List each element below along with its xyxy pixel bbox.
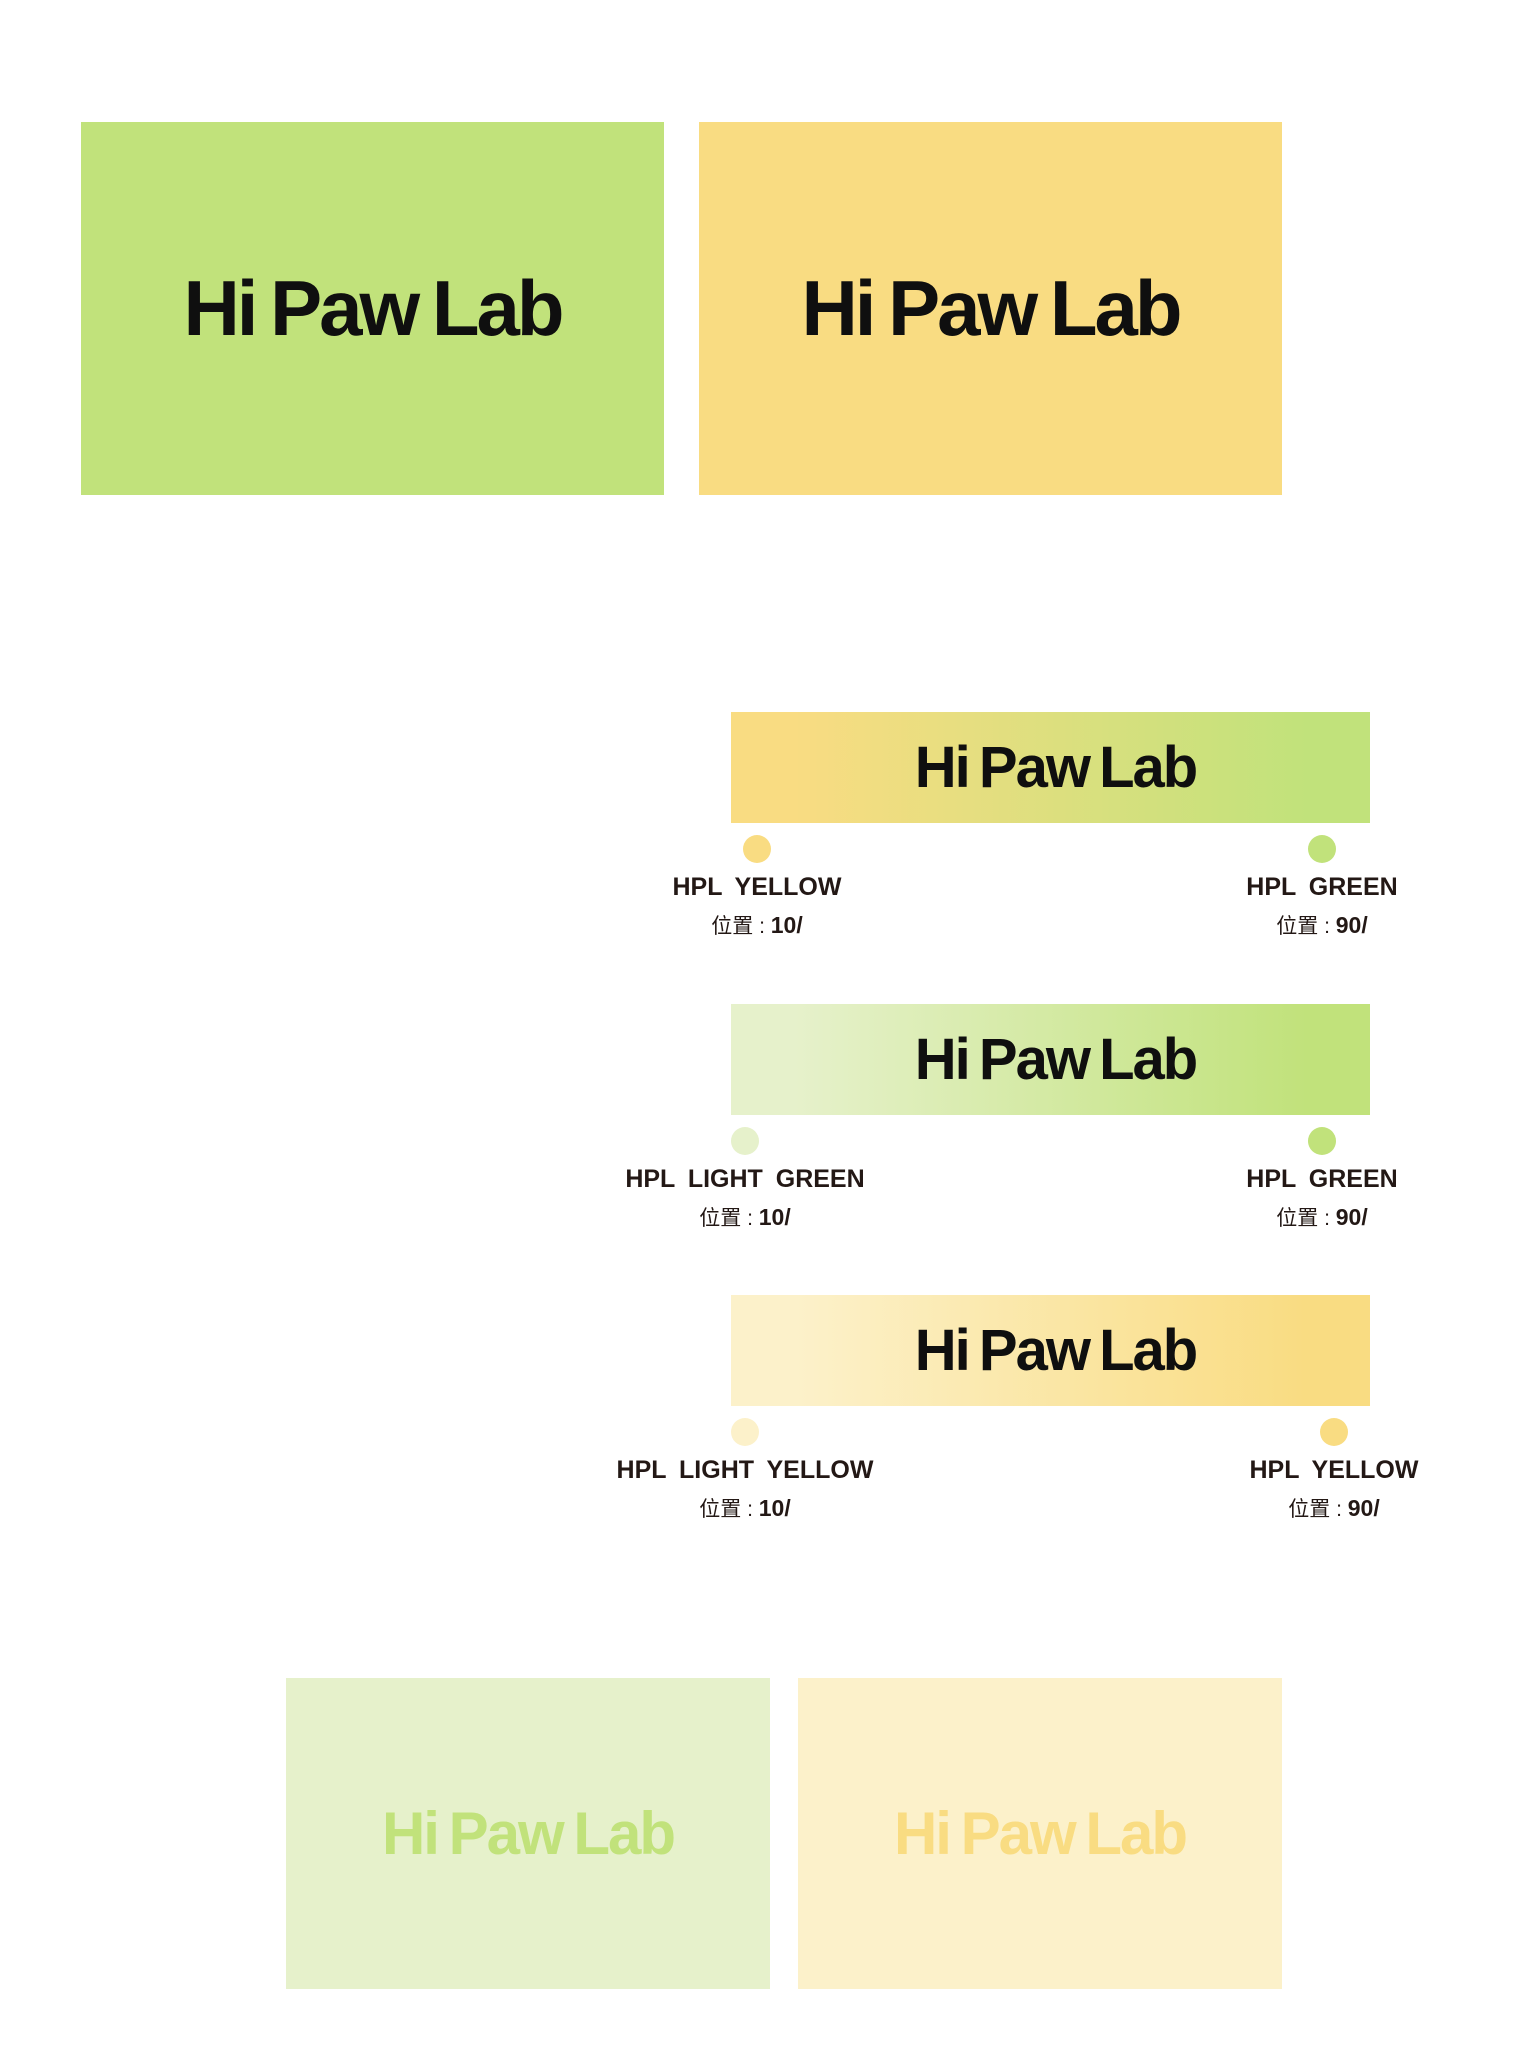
brand-card-light-green: Hi Paw Lab xyxy=(286,1678,770,1989)
color-name: HPL LIGHT GREEN xyxy=(625,1165,865,1193)
color-swatch-end xyxy=(1308,835,1336,863)
brand-logo: Hi Paw Lab xyxy=(801,264,1182,352)
position-text: 位置 : 90/ xyxy=(1174,1493,1494,1525)
position-label: 位置 : xyxy=(711,915,771,938)
gradient-start-label: HPL YELLOW 位置 : 10/ xyxy=(597,872,917,942)
color-swatch-start xyxy=(731,1127,759,1155)
color-swatch-start xyxy=(743,835,771,863)
position-label: 位置 : xyxy=(1288,1498,1348,1521)
brand-logo: Hi Paw Lab xyxy=(914,1318,1198,1383)
color-swatch-start xyxy=(731,1418,759,1446)
position-value: 90/ xyxy=(1335,1204,1368,1230)
brand-logo: Hi Paw Lab xyxy=(893,1800,1188,1867)
color-swatch-end xyxy=(1308,1127,1336,1155)
brand-card-yellow: Hi Paw Lab xyxy=(699,122,1282,495)
gradient-end-label: HPL GREEN 位置 : 90/ xyxy=(1162,1164,1482,1234)
position-text: 位置 : 90/ xyxy=(1162,1202,1482,1234)
position-label: 位置 : xyxy=(1276,915,1336,938)
brand-logo: Hi Paw Lab xyxy=(914,1027,1198,1092)
position-label: 位置 : xyxy=(699,1498,759,1521)
position-value: 10/ xyxy=(758,1204,791,1230)
position-value: 90/ xyxy=(1347,1495,1380,1521)
brand-logo: Hi Paw Lab xyxy=(914,735,1198,800)
position-text: 位置 : 10/ xyxy=(597,910,917,942)
position-text: 位置 : 10/ xyxy=(585,1202,905,1234)
brand-logo: Hi Paw Lab xyxy=(381,1800,676,1867)
brand-card-light-yellow: Hi Paw Lab xyxy=(798,1678,1282,1989)
position-label: 位置 : xyxy=(699,1207,759,1230)
gradient-start-label: HPL LIGHT GREEN 位置 : 10/ xyxy=(585,1164,905,1234)
color-name: HPL GREEN xyxy=(1246,873,1398,901)
color-name: HPL LIGHT YELLOW xyxy=(616,1456,874,1484)
position-text: 位置 : 90/ xyxy=(1162,910,1482,942)
gradient-end-label: HPL GREEN 位置 : 90/ xyxy=(1162,872,1482,942)
color-name: HPL YELLOW xyxy=(1249,1456,1419,1484)
gradient-bar-lightgreen-green: Hi Paw Lab xyxy=(731,1004,1370,1115)
position-value: 10/ xyxy=(770,912,803,938)
color-swatch-end xyxy=(1320,1418,1348,1446)
position-label: 位置 : xyxy=(1276,1207,1336,1230)
brand-card-green: Hi Paw Lab xyxy=(81,122,664,495)
color-name: HPL GREEN xyxy=(1246,1165,1398,1193)
gradient-start-label: HPL LIGHT YELLOW 位置 : 10/ xyxy=(585,1455,905,1525)
position-value: 10/ xyxy=(758,1495,791,1521)
position-value: 90/ xyxy=(1335,912,1368,938)
brand-logo: Hi Paw Lab xyxy=(183,264,564,352)
gradient-bar-lightyellow-yellow: Hi Paw Lab xyxy=(731,1295,1370,1406)
gradient-bar-yellow-green: Hi Paw Lab xyxy=(731,712,1370,823)
color-name: HPL YELLOW xyxy=(672,873,842,901)
position-text: 位置 : 10/ xyxy=(585,1493,905,1525)
gradient-end-label: HPL YELLOW 位置 : 90/ xyxy=(1174,1455,1494,1525)
